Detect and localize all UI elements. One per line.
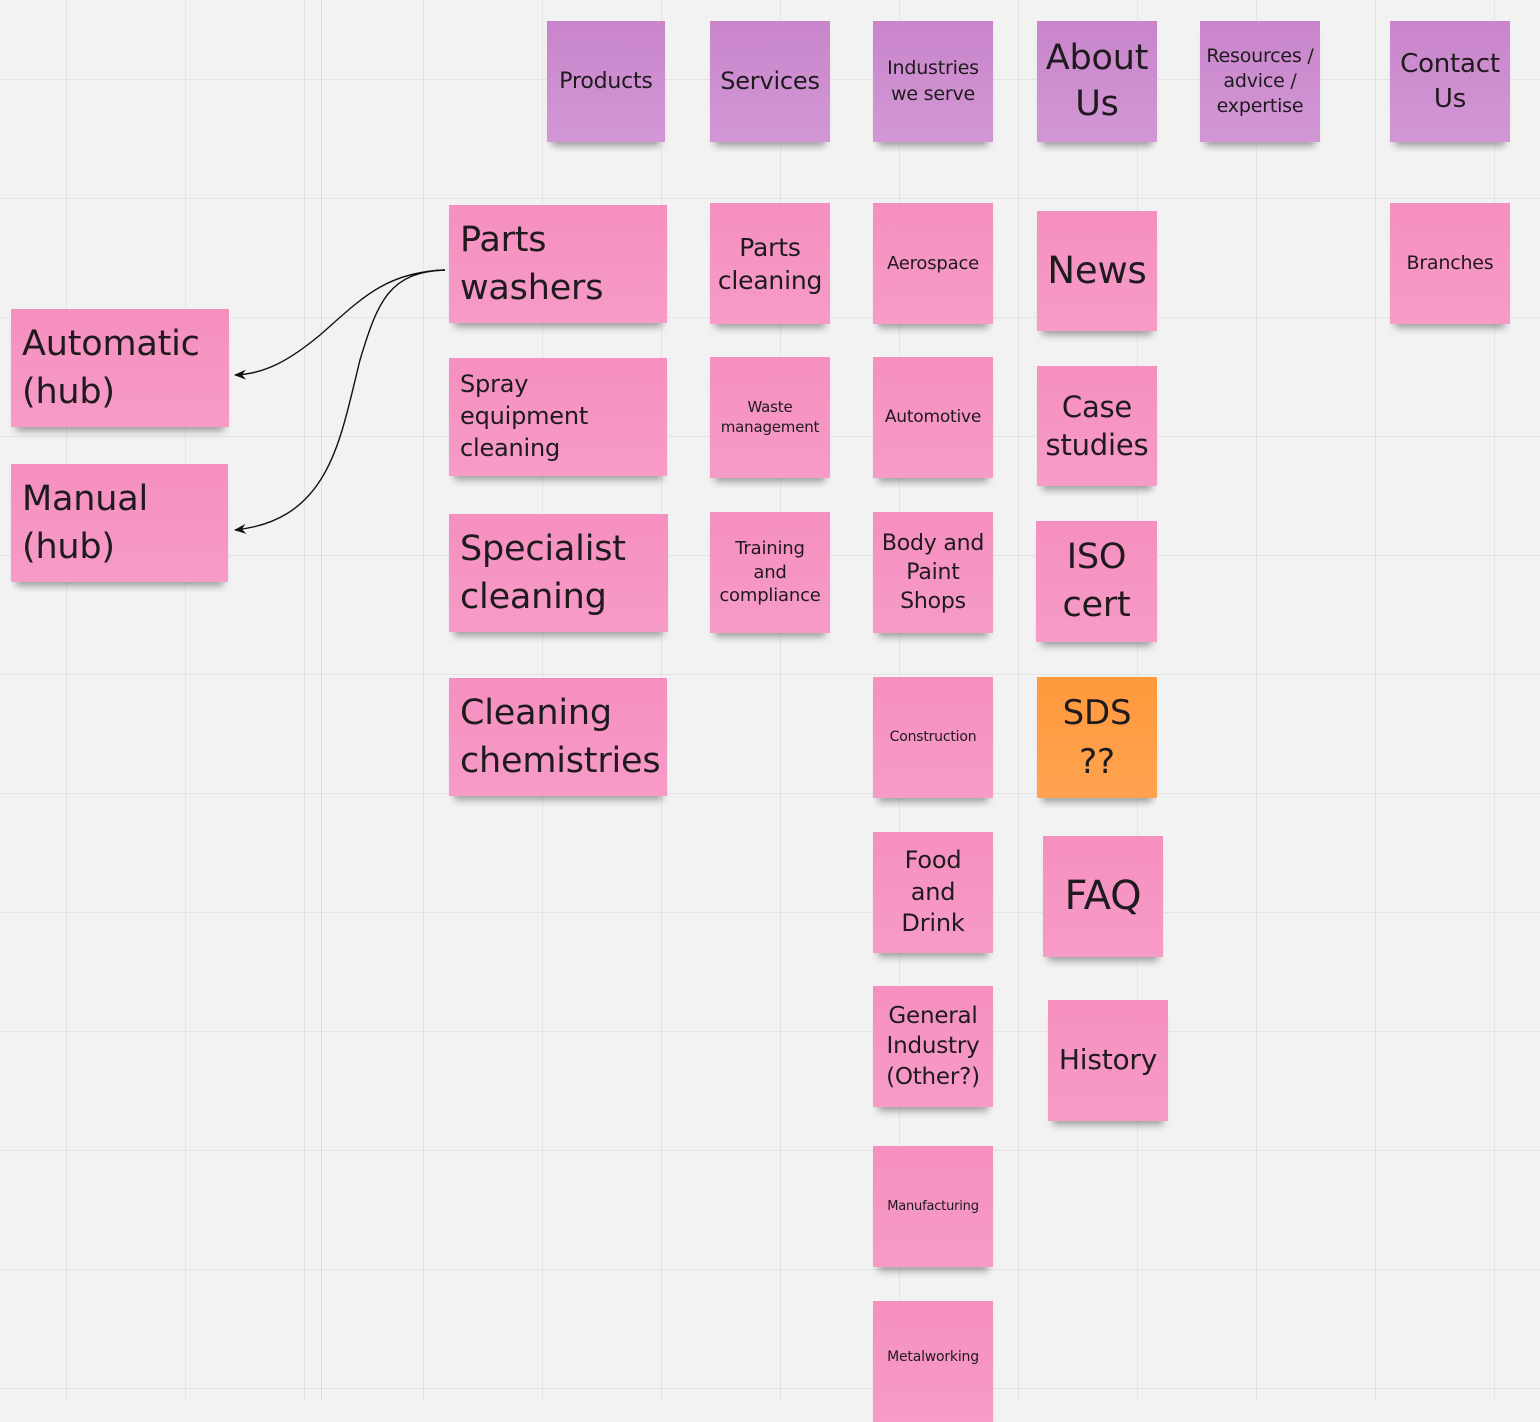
- sticky-iso-cert[interactable]: ISO cert: [1036, 521, 1157, 642]
- sticky-products-header[interactable]: Products: [547, 21, 665, 142]
- sticky-body-paint[interactable]: Body and Paint Shops: [873, 512, 993, 633]
- frame-divider: [321, 0, 322, 1401]
- sticky-about-header[interactable]: About Us: [1037, 21, 1157, 142]
- sticky-faq[interactable]: FAQ: [1043, 836, 1163, 957]
- sticky-industries-header[interactable]: Industries we serve: [873, 21, 993, 142]
- sticky-automotive[interactable]: Automotive: [873, 357, 993, 478]
- connector-to-automatic[interactable]: [234, 269, 446, 380]
- sticky-general-industry[interactable]: General Industry (Other?): [873, 986, 993, 1107]
- sticky-branches[interactable]: Branches: [1390, 203, 1510, 324]
- sticky-construction[interactable]: Construction: [873, 677, 993, 798]
- sticky-parts-washers[interactable]: Parts washers: [449, 205, 667, 323]
- sticky-sds[interactable]: SDS ??: [1037, 677, 1157, 798]
- sticky-services-header[interactable]: Services: [710, 21, 830, 142]
- sticky-contact-header[interactable]: Contact Us: [1390, 21, 1510, 142]
- sticky-history[interactable]: History: [1048, 1000, 1168, 1121]
- sticky-aerospace[interactable]: Aerospace: [873, 203, 993, 324]
- sticky-parts-cleaning[interactable]: Parts cleaning: [710, 203, 830, 324]
- sticky-waste-management[interactable]: Waste management: [710, 357, 830, 478]
- sticky-metalworking[interactable]: Metalworking: [873, 1301, 993, 1422]
- sticky-manual-hub[interactable]: Manual (hub): [11, 464, 228, 582]
- sticky-training-compliance[interactable]: Training and compliance: [710, 512, 830, 633]
- sticky-resources-header[interactable]: Resources / advice / expertise: [1200, 21, 1320, 142]
- sticky-specialist-cleaning[interactable]: Specialist cleaning: [449, 514, 668, 632]
- sticky-spray-equipment[interactable]: Spray equipment cleaning: [449, 358, 667, 476]
- sticky-case-studies[interactable]: Case studies: [1037, 366, 1157, 486]
- sticky-news[interactable]: News: [1037, 211, 1157, 331]
- sticky-manufacturing[interactable]: Manufacturing: [873, 1146, 993, 1267]
- sticky-automatic-hub[interactable]: Automatic (hub): [11, 309, 229, 427]
- connector-to-manual[interactable]: [234, 269, 446, 534]
- sticky-cleaning-chemistries[interactable]: Cleaning chemistries: [449, 678, 667, 796]
- sticky-food-drink[interactable]: Food and Drink: [873, 832, 993, 953]
